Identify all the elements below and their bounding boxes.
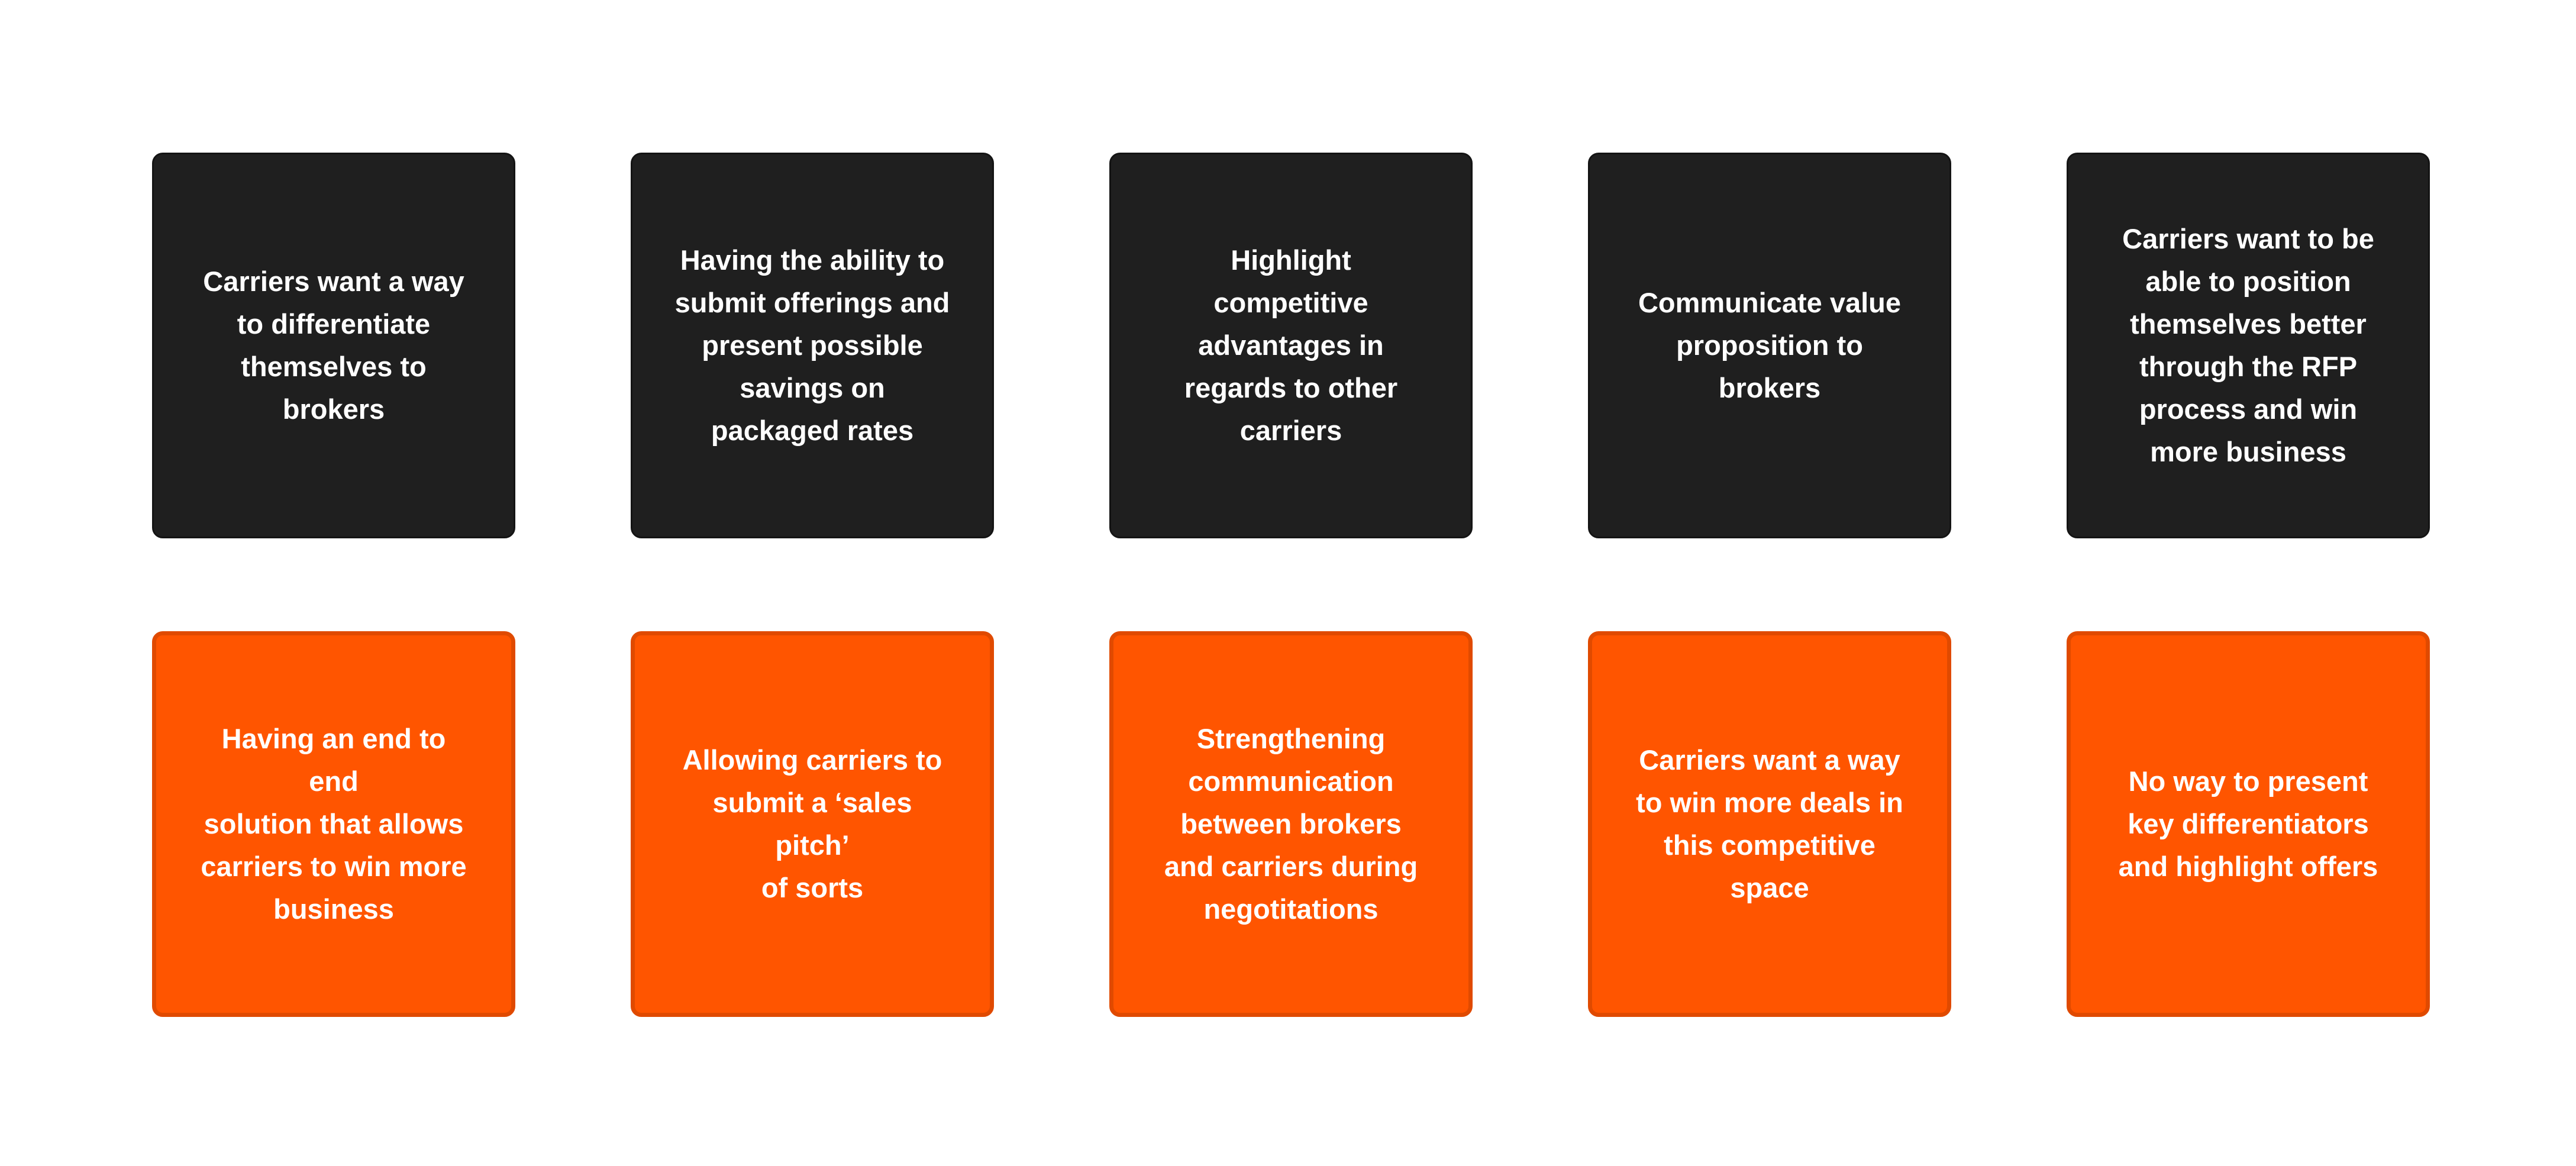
orange-card-4[interactable]: Carriers want a way to win more deals in…: [1588, 631, 1951, 1017]
orange-card-5[interactable]: No way to present key differentiators an…: [2067, 631, 2430, 1017]
dark-card-row: Carriers want a way to differentiate the…: [152, 153, 2430, 538]
dark-card-3[interactable]: Highlight competitive advantages in rega…: [1109, 153, 1473, 538]
orange-card-1[interactable]: Having an end to end solution that allow…: [152, 631, 515, 1017]
card-text: No way to present key differentiators an…: [2118, 766, 2378, 882]
card-text: Allowing carriers to submit a ‘sales pit…: [682, 744, 942, 903]
card-text: Highlight competitive advantages in rega…: [1184, 244, 1398, 446]
dark-card-5[interactable]: Carriers want to be able to position the…: [2067, 153, 2430, 538]
card-text: Having the ability to submit offerings a…: [674, 244, 950, 446]
orange-card-2[interactable]: Allowing carriers to submit a ‘sales pit…: [631, 631, 994, 1017]
dark-card-4[interactable]: Communicate value proposition to brokers: [1588, 153, 1951, 538]
card-text: Carriers want a way to win more deals in…: [1636, 744, 1903, 903]
card-text: Strengthening communication between brok…: [1164, 723, 1418, 925]
orange-card-3[interactable]: Strengthening communication between brok…: [1109, 631, 1473, 1017]
dark-card-2[interactable]: Having the ability to submit offerings a…: [631, 153, 994, 538]
card-text: Communicate value proposition to brokers: [1638, 287, 1902, 403]
card-text: Having an end to end solution that allow…: [201, 723, 467, 925]
card-text: Carriers want to be able to position the…: [2122, 223, 2374, 467]
orange-card-row: Having an end to end solution that allow…: [152, 631, 2430, 1017]
card-text: Carriers want a way to differentiate the…: [203, 266, 464, 425]
dark-card-1[interactable]: Carriers want a way to differentiate the…: [152, 153, 515, 538]
